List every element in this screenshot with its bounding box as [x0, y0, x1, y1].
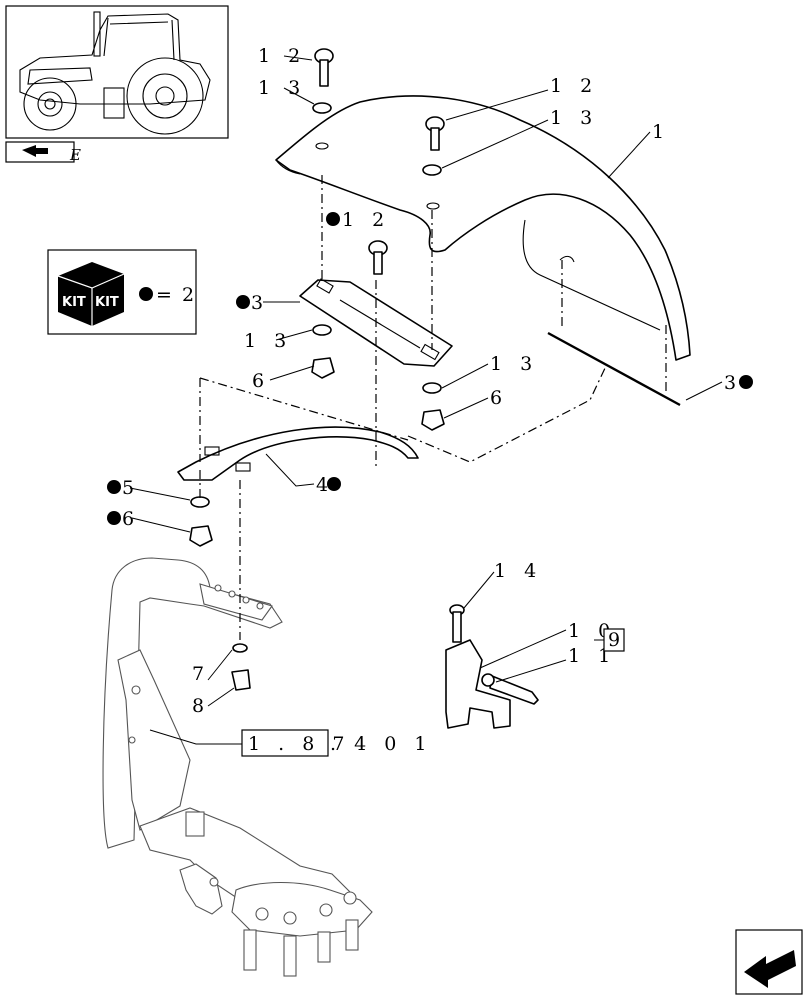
callout-10: 1 0 — [568, 620, 616, 642]
kit-bullet-4 — [327, 477, 341, 491]
callout-3: 3 — [251, 292, 269, 314]
kit-label-left: KIT — [62, 295, 86, 310]
section-mark: E — [69, 146, 81, 164]
callout-6a: 6 — [252, 370, 270, 392]
bolt-12b — [425, 116, 445, 151]
callout-14: 1 4 — [494, 560, 542, 582]
bolt-12a — [314, 48, 334, 87]
callout-5: 5 — [122, 477, 140, 499]
nut-6c — [189, 525, 213, 547]
washer-13d — [422, 382, 442, 394]
fender-part — [275, 95, 691, 361]
bolt-8 — [231, 669, 251, 691]
nut-6a — [311, 357, 335, 379]
callout-12a: 1 2 — [258, 45, 306, 67]
callout-8: 8 — [192, 695, 210, 717]
kit-bullet-5 — [107, 480, 121, 494]
kit-bullet-12c — [326, 212, 340, 226]
kit-label-right: KIT — [95, 295, 119, 310]
support-frame-ghost — [102, 557, 373, 977]
callouts: 1 1 2 1 3 1 2 1 3 1 2 3 1 3 6 1 3 6 3 4 … — [107, 45, 753, 757]
callout-13c: 1 3 — [244, 330, 292, 352]
leader-lines — [129, 55, 723, 745]
fender-brace-rod — [547, 331, 681, 407]
kit-bullet-3 — [236, 295, 250, 309]
bolt-12c — [368, 240, 388, 275]
callout-12c: 1 2 — [342, 209, 390, 231]
callout-3b: 3 — [724, 372, 742, 394]
washer-5 — [190, 496, 210, 508]
mount-bracket — [445, 604, 539, 729]
nut-6b — [421, 409, 445, 431]
callout-6c: 6 — [122, 508, 140, 530]
curved-strap — [177, 426, 419, 481]
callout-1: 1 — [652, 121, 670, 143]
washer-13a — [312, 102, 332, 114]
kit-bullet-3b — [739, 375, 753, 389]
callout-13b: 1 3 — [550, 107, 598, 129]
kit-box-icon: KIT KIT — [57, 262, 125, 326]
reference-page: 1 . 8 7 — [248, 733, 350, 755]
washer-13c — [312, 324, 332, 336]
callout-7: 7 — [192, 663, 210, 685]
kit-bullet — [139, 287, 153, 301]
next-page-arrow-icon[interactable] — [735, 929, 803, 995]
tractor-thumbnail-icon: E — [5, 5, 229, 164]
callout-13d: 1 3 — [490, 353, 538, 375]
reference-page-suffix: . 4 0 1 — [330, 733, 432, 755]
kit-legend: KIT KIT = 2 — [47, 249, 197, 335]
assembly-lines — [199, 175, 667, 640]
kit-legend-text: = 2 — [156, 284, 196, 306]
callout-6b: 6 — [490, 387, 508, 409]
washer-13b — [422, 164, 442, 176]
callout-4: 4 — [316, 474, 334, 496]
kit-bullet-6c — [107, 511, 121, 525]
callout-12b: 1 2 — [550, 75, 598, 97]
callout-9: 9 — [608, 629, 626, 651]
washer-7 — [232, 643, 248, 653]
callout-13a: 1 3 — [258, 77, 306, 99]
callout-11: 1 1 — [568, 645, 616, 667]
